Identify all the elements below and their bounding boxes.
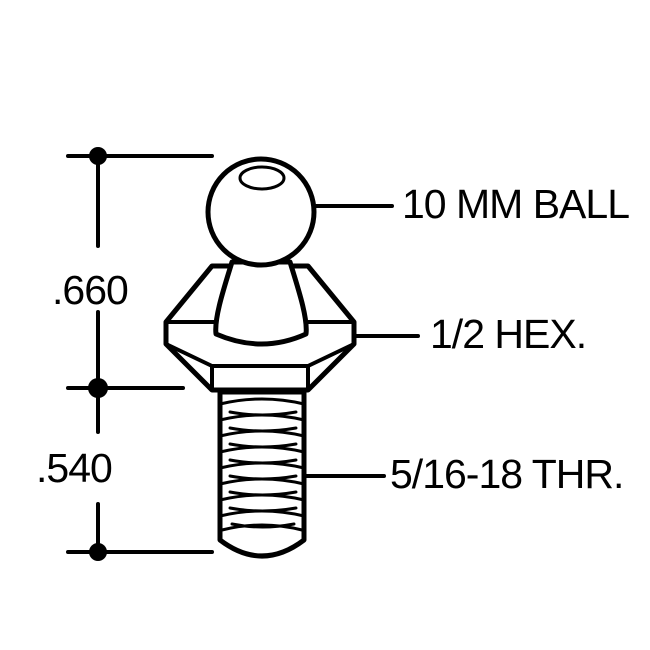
thread-crest xyxy=(218,397,306,406)
thread-root xyxy=(228,410,298,417)
thread-root xyxy=(228,474,298,481)
ball-neck xyxy=(213,259,309,347)
threaded-shank xyxy=(217,389,307,559)
ball-head xyxy=(205,156,317,268)
thread-root xyxy=(228,442,298,449)
callout-ball-label: 10 MM BALL xyxy=(402,181,629,227)
hex-right-bevel xyxy=(306,342,356,368)
dimension-dot-middle xyxy=(88,378,108,398)
thread-root xyxy=(228,426,298,433)
dimension-dot-bottom xyxy=(89,543,107,561)
dimension-dot-top xyxy=(89,147,107,165)
dimension-label-lower: .540 xyxy=(36,445,112,491)
hex-left-bevel xyxy=(164,342,214,368)
callout-hex-label: 1/2 HEX. xyxy=(430,311,586,357)
dimension-label-upper: .660 xyxy=(52,267,128,313)
thread-root xyxy=(228,458,298,465)
ball-outline xyxy=(205,156,317,268)
dimension-lines xyxy=(66,147,214,561)
thread-root xyxy=(228,506,298,513)
callout-thread-label: 5/16-18 THR. xyxy=(390,451,623,497)
thread-crest xyxy=(220,523,304,532)
thread-root xyxy=(228,490,298,497)
thread-root xyxy=(230,522,296,529)
ball-highlight xyxy=(238,165,286,191)
